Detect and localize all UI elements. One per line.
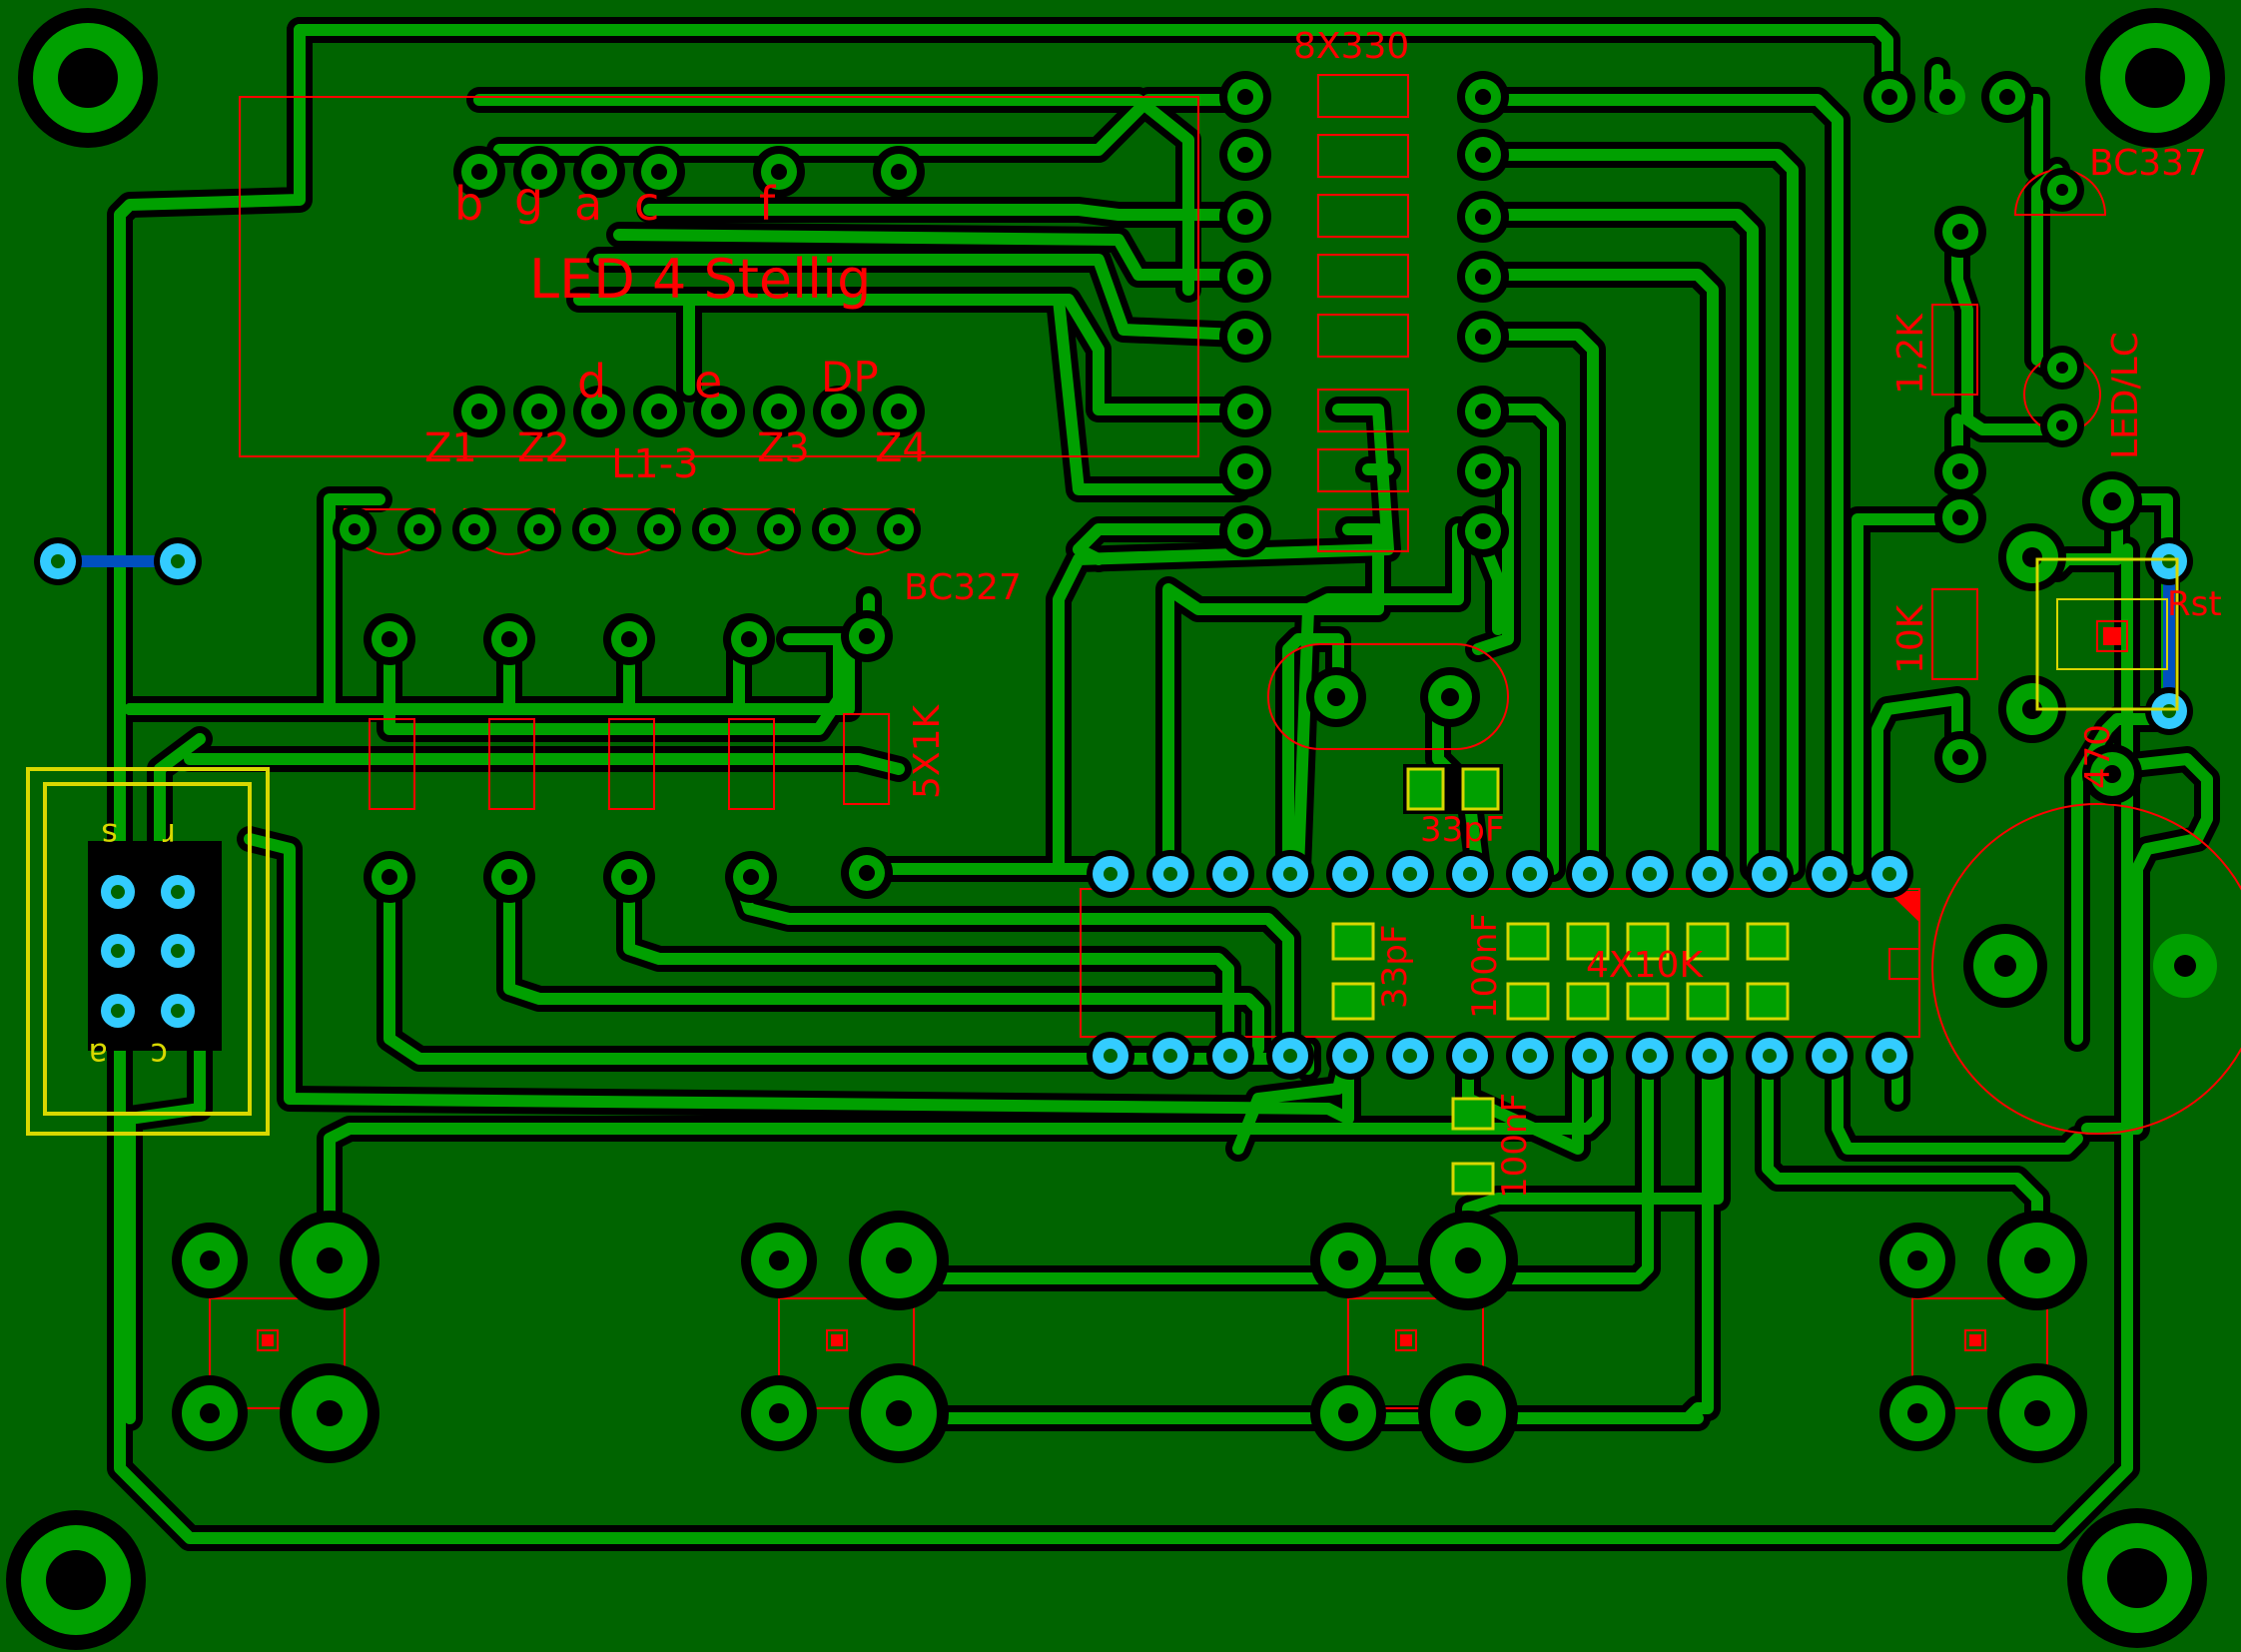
label-seg-a: a	[574, 177, 602, 231]
label-seg-d: d	[577, 355, 606, 409]
label-seg-f: f	[759, 177, 777, 231]
label-seg-e: e	[694, 355, 722, 409]
label-10k: 10K	[1890, 603, 1931, 674]
mcu-pin-row-bottom	[1087, 1032, 1913, 1080]
cyan-vias	[34, 537, 2193, 1080]
label-isp-s: s	[101, 816, 118, 854]
isp-labels: s r a c	[88, 816, 176, 1074]
label-z1: Z1	[424, 425, 477, 471]
label-isp-c: c	[150, 1036, 168, 1074]
label-z4: Z4	[875, 425, 928, 471]
through-hole-pads	[172, 71, 2217, 1463]
label-seg-b: b	[454, 177, 483, 231]
label-470: 470	[2078, 724, 2118, 789]
label-isp-a: a	[88, 1036, 108, 1074]
wire-bridge-left	[34, 537, 202, 585]
mount-hole-top-right	[2085, 8, 2225, 148]
label-led-lc: LED/LC	[2105, 332, 2146, 459]
silkscreen-labels: 8X330 BC337 LED 4 Stellig b g a c f d e …	[424, 26, 2222, 1199]
label-rst: Rst	[2167, 584, 2222, 624]
label-100nf-b: 100nF	[1495, 1093, 1535, 1199]
label-led-4-stellig: LED 4 Stellig	[529, 248, 871, 311]
label-4x10k: 4X10K	[1586, 945, 1704, 986]
smd-array-pads	[1331, 922, 1790, 1196]
label-bc327: BC327	[904, 567, 1022, 608]
label-5x1k: 5X1K	[907, 704, 948, 799]
buzzer-outline	[1931, 803, 2241, 1135]
button-outlines	[209, 1297, 2048, 1409]
button-center-markers	[257, 1329, 1986, 1351]
cap-33pf-top-pads	[1403, 764, 1503, 814]
resistor-row-outline	[369, 304, 1978, 810]
label-seg-g: g	[514, 172, 543, 226]
mount-hole-bottom-right	[2067, 1508, 2207, 1648]
mcu-pin-row-top	[1087, 850, 1913, 898]
reset-switch	[2035, 557, 2179, 711]
label-33pf-top: 33pF	[1420, 810, 1504, 850]
component-pads	[6, 8, 2225, 1650]
label-z2: Z2	[517, 425, 570, 471]
label-isp-r: r	[162, 816, 176, 854]
mcu-notch	[1888, 948, 1920, 980]
label-l1-3: L1-3	[611, 441, 699, 487]
smd-components	[1331, 764, 1790, 1196]
mount-hole-bottom-left	[6, 1510, 146, 1650]
wire-bridge-reset	[2145, 537, 2193, 735]
label-1-2k: 1,2K	[1890, 313, 1931, 395]
isp-header	[26, 767, 270, 1136]
label-seg-dp: DP	[821, 353, 879, 402]
label-33pf-side: 33pF	[1375, 925, 1415, 1009]
label-100nf-a: 100nF	[1465, 913, 1505, 1019]
label-seg-c: c	[634, 177, 659, 231]
label-8x330: 8X330	[1293, 26, 1409, 67]
crystal-outline	[1267, 643, 1509, 750]
label-bc337: BC337	[2089, 143, 2207, 184]
mount-hole-top-left	[18, 8, 158, 148]
label-z3: Z3	[757, 425, 810, 471]
display-outline	[239, 96, 1199, 457]
resistor-array-top-outline	[1317, 74, 1409, 552]
